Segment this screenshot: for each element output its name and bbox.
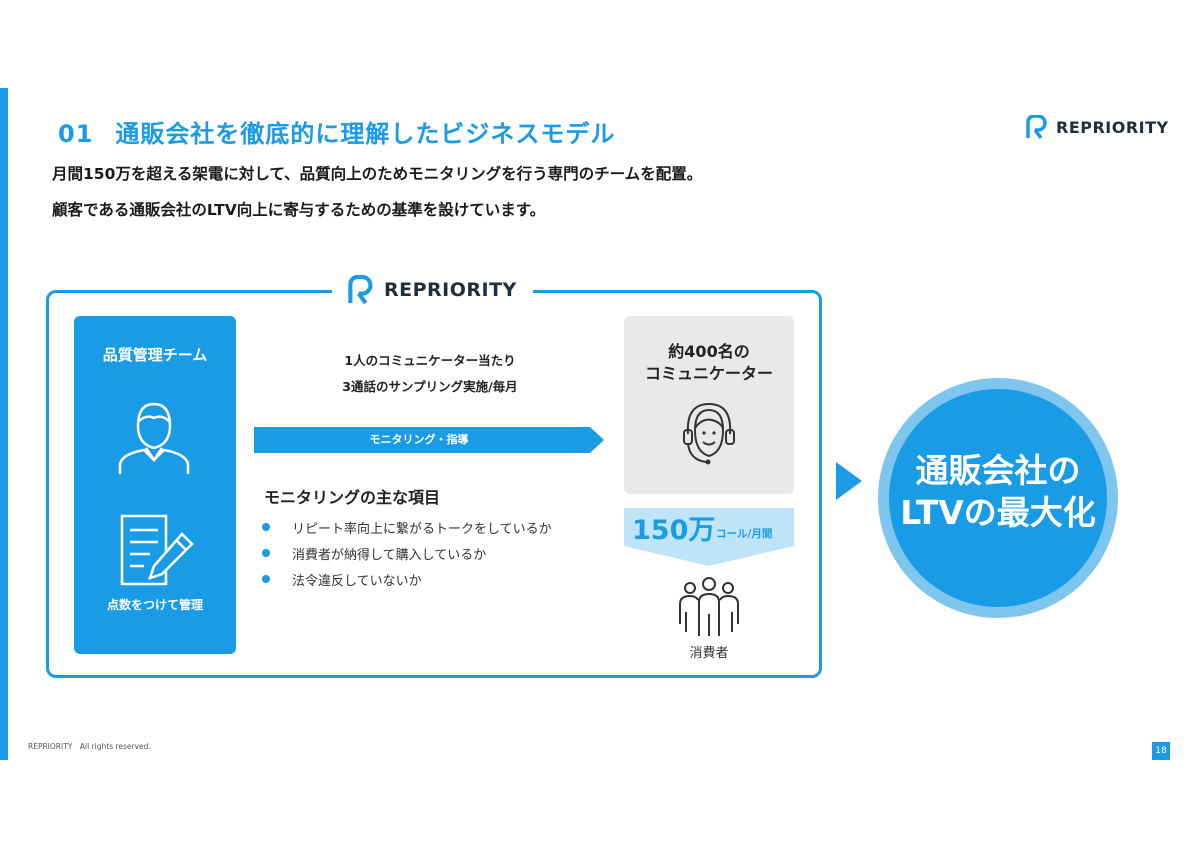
title-text: 通販会社を徹底的に理解したビジネスモデル — [115, 120, 616, 148]
bullet-icon — [262, 523, 270, 531]
headset-operator-icon — [683, 402, 735, 465]
communicator-box: 約400名の コミュニケーター — [624, 316, 794, 494]
section-number: 01 — [58, 120, 94, 148]
communicator-label: コミュニケーター — [644, 364, 773, 383]
person-icon — [118, 402, 190, 474]
page-title: 01 通販会社を徹底的に理解したビジネスモデル — [58, 114, 615, 149]
brand-mark-icon — [1026, 115, 1047, 139]
brand-name: REPRIORITY — [1056, 117, 1169, 137]
result-circle — [889, 389, 1107, 607]
bullet-icon — [262, 575, 270, 583]
list-item-text: リピート率向上に繋がるトークをしているか — [292, 521, 552, 537]
list-item: 法令違反していないか — [262, 566, 552, 592]
calls-unit: コール/月間 — [716, 528, 773, 540]
list-item: 消費者が納得して購入しているか — [262, 540, 552, 566]
quality-team-caption: 点数をつけて管理 — [106, 598, 203, 612]
list-item-text: 法令違反していないか — [292, 573, 422, 589]
subtitle-line-1: 月間150万を超える架電に対して、品質向上のためモニタリングを行う専門のチームを… — [52, 165, 703, 183]
footer-copyright: REPRIORITY All rights reserved. — [28, 742, 151, 751]
document-pencil-icon — [120, 514, 194, 586]
brand-logo-diagram: REPRIORITY — [332, 271, 533, 309]
result-line-1: 通販会社の — [915, 451, 1081, 490]
brand-mark-icon — [348, 275, 373, 305]
communicator-count: 約400名の — [668, 342, 750, 361]
consumers-label: 消費者 — [689, 646, 729, 661]
monitoring-items-title: モニタリングの主な項目 — [264, 488, 441, 507]
result-arrow-icon — [836, 462, 862, 500]
monitoring-items-list: リピート率向上に繋がるトークをしているか 消費者が納得して購入しているか 法令違… — [262, 514, 552, 592]
list-item-text: 消費者が納得して購入しているか — [292, 547, 487, 563]
quality-team-box: 品質管理チーム 点数をつけて管理 — [74, 316, 236, 654]
brand-name: REPRIORITY — [384, 279, 517, 301]
calls-number: 150万 — [632, 515, 716, 546]
page-number: 18 — [1152, 742, 1170, 760]
brand-logo-header: REPRIORITY — [1026, 115, 1169, 139]
quality-team-title: 品質管理チーム — [102, 346, 208, 364]
result-line-2: LTVの最大化 — [900, 493, 1096, 532]
subtitle-line-2: 顧客である通販会社のLTV向上に寄与するための基準を設けています。 — [52, 201, 546, 219]
sampling-line-2: 3通話のサンプリング実施/毎月 — [342, 379, 518, 394]
group-icon — [679, 577, 739, 636]
calls-callout — [624, 508, 794, 566]
list-item: リピート率向上に繋がるトークをしているか — [262, 514, 552, 540]
sampling-line-1: 1人のコミュニケーター当たり — [344, 353, 516, 368]
arrow-label: モニタリング・指導 — [369, 433, 469, 446]
monitoring-arrow — [254, 427, 604, 453]
bullet-icon — [262, 549, 270, 557]
left-accent-bar — [0, 88, 8, 760]
